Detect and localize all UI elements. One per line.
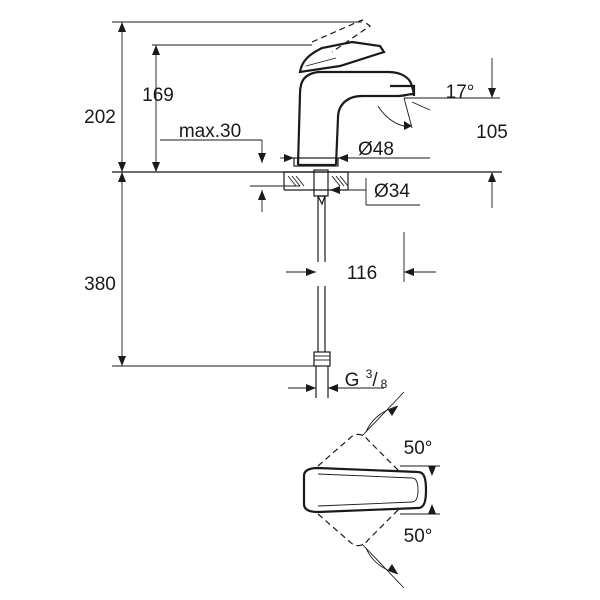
dim-50deg-bottom [361, 504, 436, 589]
dim-label-380: 380 [84, 274, 116, 295]
dim-380 [112, 172, 316, 367]
dim-label-50deg-bottom: 50° [404, 526, 433, 547]
dim-max30 [160, 139, 300, 212]
dim-label-17deg: 17° [446, 82, 475, 103]
dim-116 [286, 232, 436, 282]
dim-202 [112, 21, 362, 172]
thread-denominator: 8 [381, 377, 388, 391]
dim-169 [152, 44, 312, 172]
dim-d48 [280, 154, 430, 162]
thread-slash: / [372, 370, 378, 391]
dim-label-50deg-top: 50° [404, 438, 433, 459]
faucet-body [296, 40, 416, 167]
dim-thread [288, 384, 384, 392]
lever-dashed-top [311, 19, 372, 53]
dim-label-202: 202 [84, 107, 116, 128]
top-view-handle [302, 433, 440, 547]
dim-label-169: 169 [142, 85, 174, 106]
dim-d34 [312, 178, 420, 206]
dim-label-d34: Ø34 [374, 181, 410, 202]
dim-label-max30: max.30 [179, 121, 241, 142]
dim-label-d48: Ø48 [358, 139, 394, 160]
thread-letter: G [345, 370, 360, 391]
thread-numerator: 3 [366, 367, 373, 381]
dim-label-105: 105 [476, 122, 508, 143]
supply-hose [313, 195, 331, 398]
dim-50deg-top [361, 391, 436, 476]
dim-105 [404, 58, 500, 208]
dim-label-116: 116 [347, 263, 377, 284]
